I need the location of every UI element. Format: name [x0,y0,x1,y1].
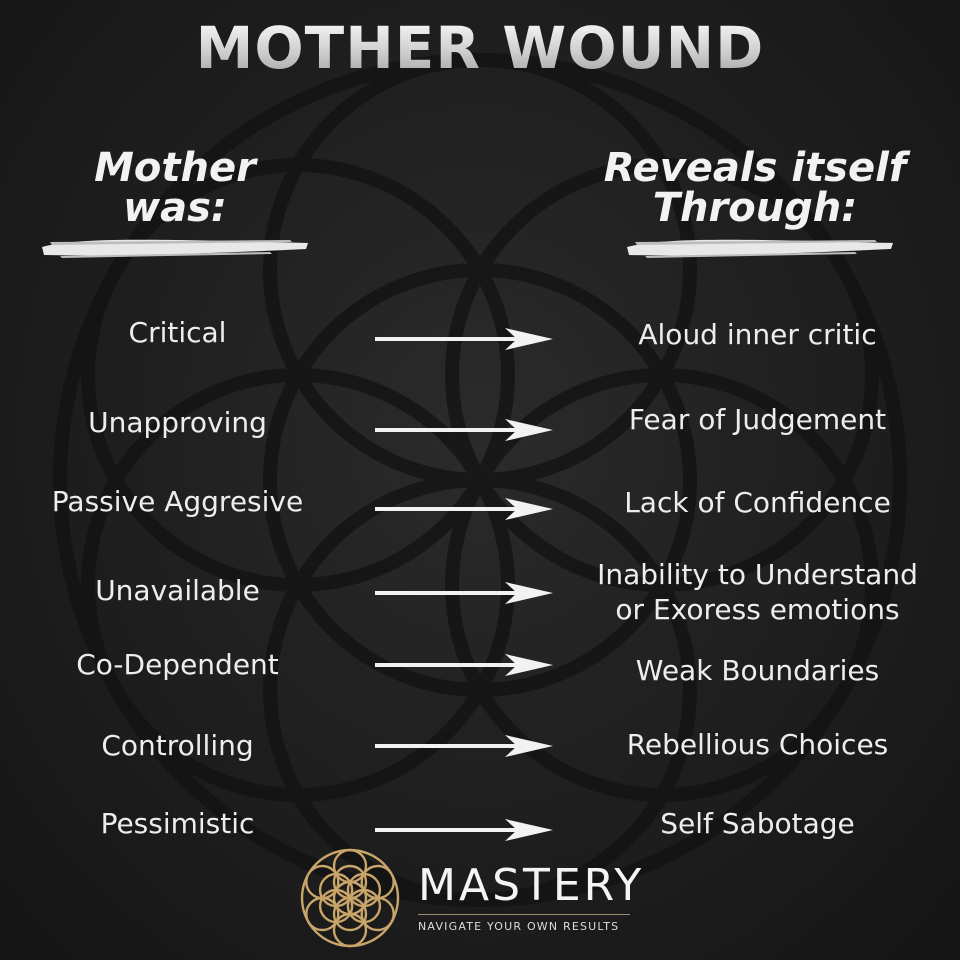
cause-item: Co-Dependent [76,648,279,681]
right-arrow-icon [375,328,553,350]
effect-item: Weak Boundaries [555,653,960,688]
effect-item: Fear of Judgement [555,402,960,437]
cause-item: Pessimistic [100,807,255,840]
right-arrow-icon [375,819,553,841]
page-title: MOTHER WOUND [0,14,960,82]
effect-item: Lack of Confidence [555,485,960,520]
right-arrow-icon [375,498,553,520]
cause-item: Controlling [101,729,254,762]
brush-underline-right [627,239,893,258]
right-column-heading: Reveals itself Through: [575,148,935,228]
left-heading-line-1: Mother [94,145,256,191]
brush-underline-left [42,239,308,258]
left-heading-line-2: was: [123,185,227,231]
right-heading-line-1: Reveals itself [603,145,907,191]
effect-line-1: Rebellious Choices [626,728,889,761]
brand-name: MASTERY [418,860,645,911]
right-arrow-icon [375,654,553,676]
effect-item: Rebellious Choices [555,727,960,762]
right-arrow-icon [375,735,553,757]
cause-item: Passive Aggresive [51,485,304,518]
effect-line-1: Lack of Confidence [624,486,891,519]
effect-item: Self Sabotage [555,806,960,841]
effect-line-1: Inability to Understand [597,558,918,591]
effect-item: Aloud inner critic [555,317,960,352]
right-heading-line-2: Through: [652,185,858,231]
effect-line-1: Aloud inner critic [638,318,877,351]
flower-of-life-logo-icon [300,848,400,948]
cause-item: Critical [128,316,227,349]
left-column-heading: Mother was: [40,148,310,228]
effect-line-2: or Exoress emotions [615,593,900,626]
brand-divider [418,914,630,915]
right-arrow-icon [375,582,553,604]
brand-tagline: NAVIGATE YOUR OWN RESULTS [418,920,620,933]
effect-line-1: Self Sabotage [660,807,855,840]
effect-line-1: Fear of Judgement [628,403,887,436]
effect-item: Inability to Understand or Exoress emoti… [555,557,960,627]
cause-item: Unapproving [88,406,267,439]
cause-item: Unavailable [95,574,260,607]
effect-line-1: Weak Boundaries [635,654,880,687]
right-arrow-icon [375,419,553,441]
